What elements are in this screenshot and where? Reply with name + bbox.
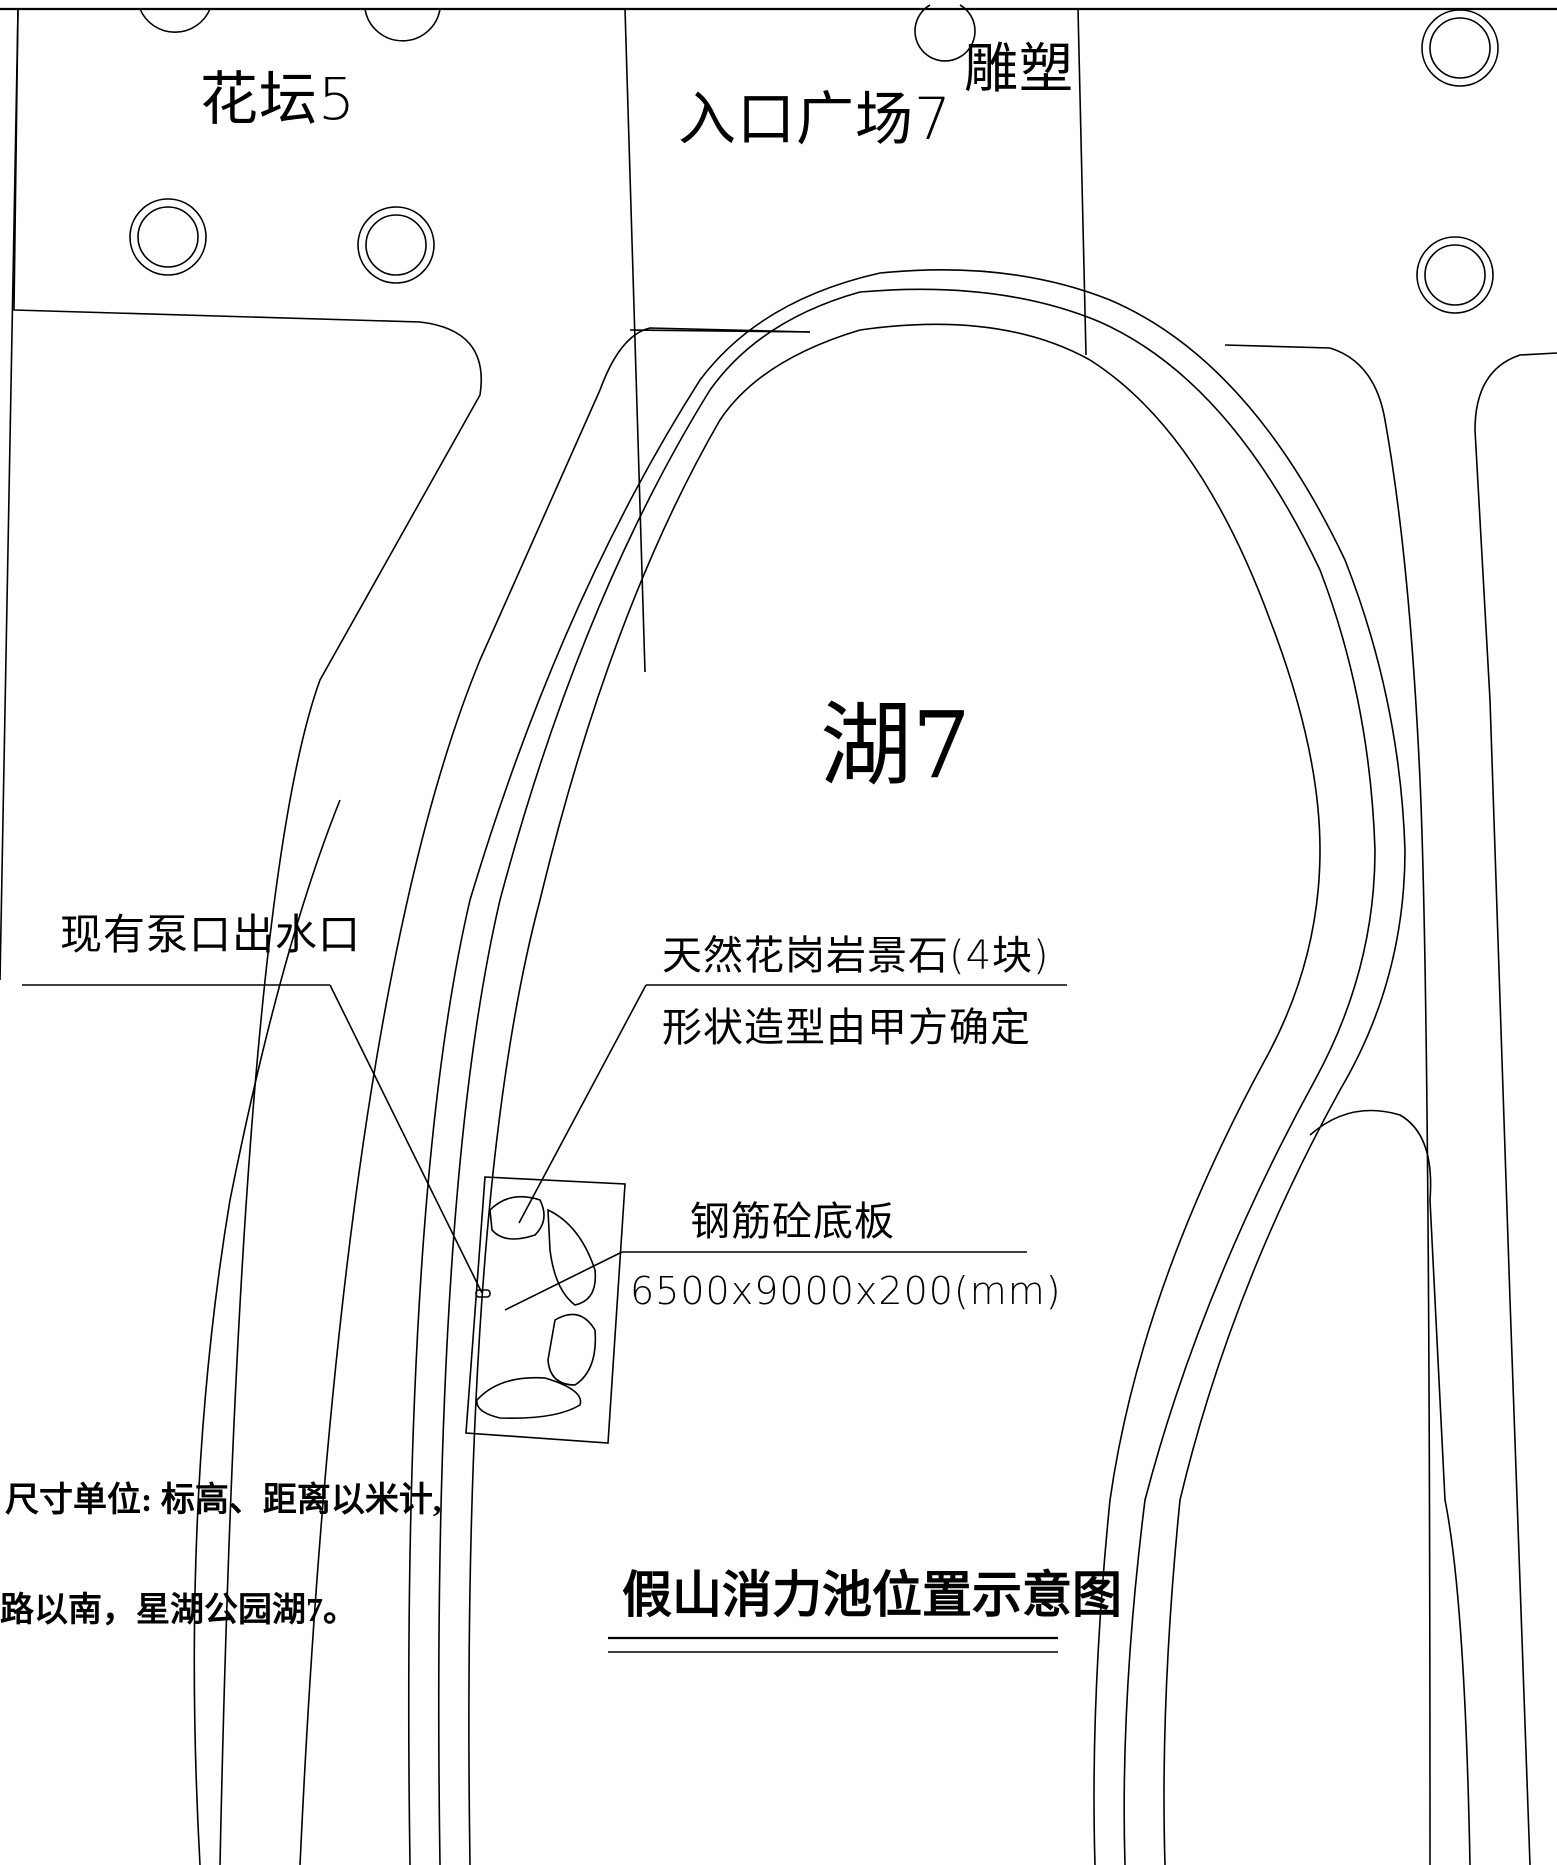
tree-circle xyxy=(137,206,199,268)
lake-inner-ring xyxy=(859,323,1321,1865)
plaza-right-edge xyxy=(1077,8,1087,356)
tree-circle xyxy=(1421,9,1499,87)
tree-circle xyxy=(1416,236,1494,314)
granite-rock xyxy=(476,1376,582,1420)
plaza-left-edge xyxy=(624,8,646,673)
lake-left-outer xyxy=(407,272,881,1865)
granite-rock xyxy=(547,1313,597,1386)
flower-bed-outline xyxy=(13,8,482,1865)
granite-leader xyxy=(518,984,647,1224)
note-line-2: 路以南，星湖公园湖7。 xyxy=(0,1592,357,1629)
note-line-1: 尺寸单位: 标高、距离以米计, xyxy=(5,1482,442,1519)
outer-curve-a xyxy=(193,799,341,1865)
slab-label-line1: 钢筋砼底板 xyxy=(690,1199,895,1245)
lake-label: 湖7 xyxy=(820,692,971,799)
tree-circle xyxy=(357,206,435,284)
flower-bed-left-edge xyxy=(0,8,19,981)
tree-circle-partial xyxy=(364,8,441,42)
drawing-title: 假山消力池位置示意图 xyxy=(622,1567,1122,1623)
tree-circle xyxy=(365,214,427,276)
tree-circles xyxy=(129,4,1499,314)
pump-outlet-marker xyxy=(475,1289,491,1298)
pump-outlet-label: 现有泵口出水口 xyxy=(60,910,362,959)
flower-bed-label: 花坛5 xyxy=(200,65,356,133)
right-path-edge xyxy=(1224,344,1431,1865)
right-inner-path xyxy=(1309,1109,1471,1865)
lake-left-middle xyxy=(437,291,861,1865)
granite-rock xyxy=(547,1208,597,1306)
lake-left-inner xyxy=(468,329,861,1865)
pump-outlet-leader xyxy=(329,984,483,1294)
tree-circle xyxy=(1429,17,1491,79)
entrance-plaza-label: 入口广场7 xyxy=(678,85,952,153)
lake-middle-ring xyxy=(859,288,1376,1865)
lake-outer-ring xyxy=(879,269,1406,1865)
sculpture-label: 雕塑 xyxy=(964,37,1074,100)
granite-label-line1: 天然花岗岩景石(4块) xyxy=(662,933,1050,979)
granite-label-line2: 形状造型由甲方确定 xyxy=(662,1005,1031,1051)
tree-circle xyxy=(129,198,207,276)
tree-circle xyxy=(1424,244,1486,306)
slab-label-line2: 6500x9000x200(mm) xyxy=(630,1269,1062,1313)
tree-circle-partial xyxy=(139,8,211,33)
granite-rocks xyxy=(475,1195,597,1420)
slab-leader xyxy=(504,1251,623,1311)
sculpture-circle xyxy=(914,4,976,62)
far-right-path-edge xyxy=(1474,352,1557,1865)
plaza-corner-path xyxy=(299,327,811,1865)
concrete-slab xyxy=(465,1176,626,1444)
granite-rock xyxy=(489,1195,545,1240)
